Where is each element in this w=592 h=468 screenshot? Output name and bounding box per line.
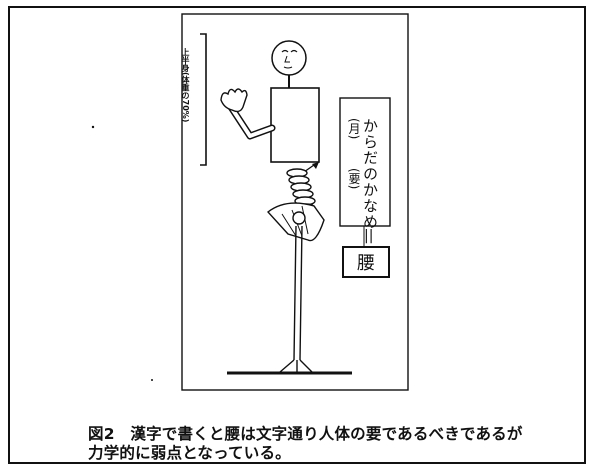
vertical-annotation-left: (月)	[347, 118, 361, 140]
eyes-icon	[281, 49, 298, 53]
koshi-label: 腰	[357, 253, 375, 274]
inner-diagram-frame	[181, 13, 409, 391]
equals-sign: ||	[364, 228, 374, 244]
koshi-box: 腰	[342, 246, 390, 278]
figure-caption-line-1: 図2 漢字で書くと腰は文字通り人体の要であるべきであるが	[88, 425, 523, 443]
torso-box	[270, 87, 320, 163]
head-icon	[271, 40, 307, 76]
label-box-frame	[339, 97, 391, 227]
arrow-head-icon	[312, 162, 319, 169]
nose-icon	[284, 55, 290, 63]
vertical-main-label: からだのかなめ	[361, 118, 379, 230]
hand-icon	[220, 88, 248, 113]
upper-body-bracket	[200, 33, 207, 166]
vertical-annotation-right: (要)	[347, 168, 361, 190]
figure-caption-line-2: 力学的に弱点となっている。	[88, 444, 291, 462]
foot	[279, 359, 313, 373]
scan-dot	[91, 125, 95, 129]
arm-inner	[227, 102, 274, 138]
hip-joint	[292, 211, 306, 225]
mouth-icon	[283, 66, 293, 69]
leg-bone	[293, 225, 303, 361]
upper-body-label: 上半身(体重の70%)	[181, 48, 190, 123]
scan-dot	[151, 379, 153, 381]
